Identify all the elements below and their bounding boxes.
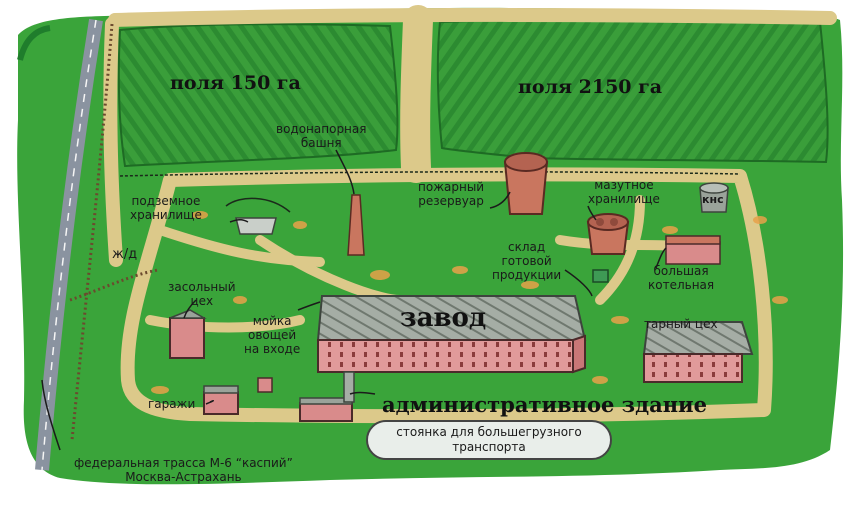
- garages-label: гаражи: [148, 397, 196, 411]
- field-150-label: поля 150 га: [170, 72, 301, 94]
- highway-label: федеральная трасса М-6 “каспий”Москва-Ас…: [74, 456, 293, 484]
- road-ring: [120, 167, 773, 424]
- road-left-vertical: [103, 17, 123, 267]
- boiler-house-building: [665, 235, 721, 265]
- kns-label: кнс: [702, 193, 724, 206]
- truck-parking-label-1: стоянка для большегрузного: [396, 425, 582, 439]
- road-inner-2: [595, 195, 645, 305]
- underground-storage: [225, 197, 291, 235]
- water-tower: [347, 194, 365, 256]
- garages-building: [203, 377, 273, 415]
- plant-building: [316, 295, 587, 374]
- road-inner-3: [145, 315, 305, 333]
- packaging-shop-building: [642, 321, 754, 383]
- truck-parking-area: стоянка для большегрузного транспорта: [366, 420, 612, 460]
- salting-shop-building: [169, 309, 207, 359]
- fire-reservoir-tank: [503, 152, 549, 215]
- admin-building: [299, 371, 355, 422]
- road-connector: [155, 225, 325, 267]
- warehouse-building: [592, 269, 609, 283]
- road-top-horizontal: [108, 7, 837, 27]
- kns-tank: [699, 182, 729, 213]
- field-150: [117, 23, 399, 168]
- field-2150-label: поля 2150 га: [518, 76, 663, 98]
- fence-top: [119, 171, 741, 177]
- admin-building-label: административное здание: [382, 392, 707, 417]
- packaging-shop-label: тарный цех: [644, 317, 718, 331]
- fuel-oil-tanks: [586, 213, 630, 255]
- plant-label: завод: [400, 303, 487, 333]
- railway-line: [70, 23, 114, 441]
- truck-parking-label-2: транспорта: [452, 440, 526, 454]
- road-vertical-top: [400, 5, 433, 183]
- railway-label: ж/д: [112, 247, 138, 262]
